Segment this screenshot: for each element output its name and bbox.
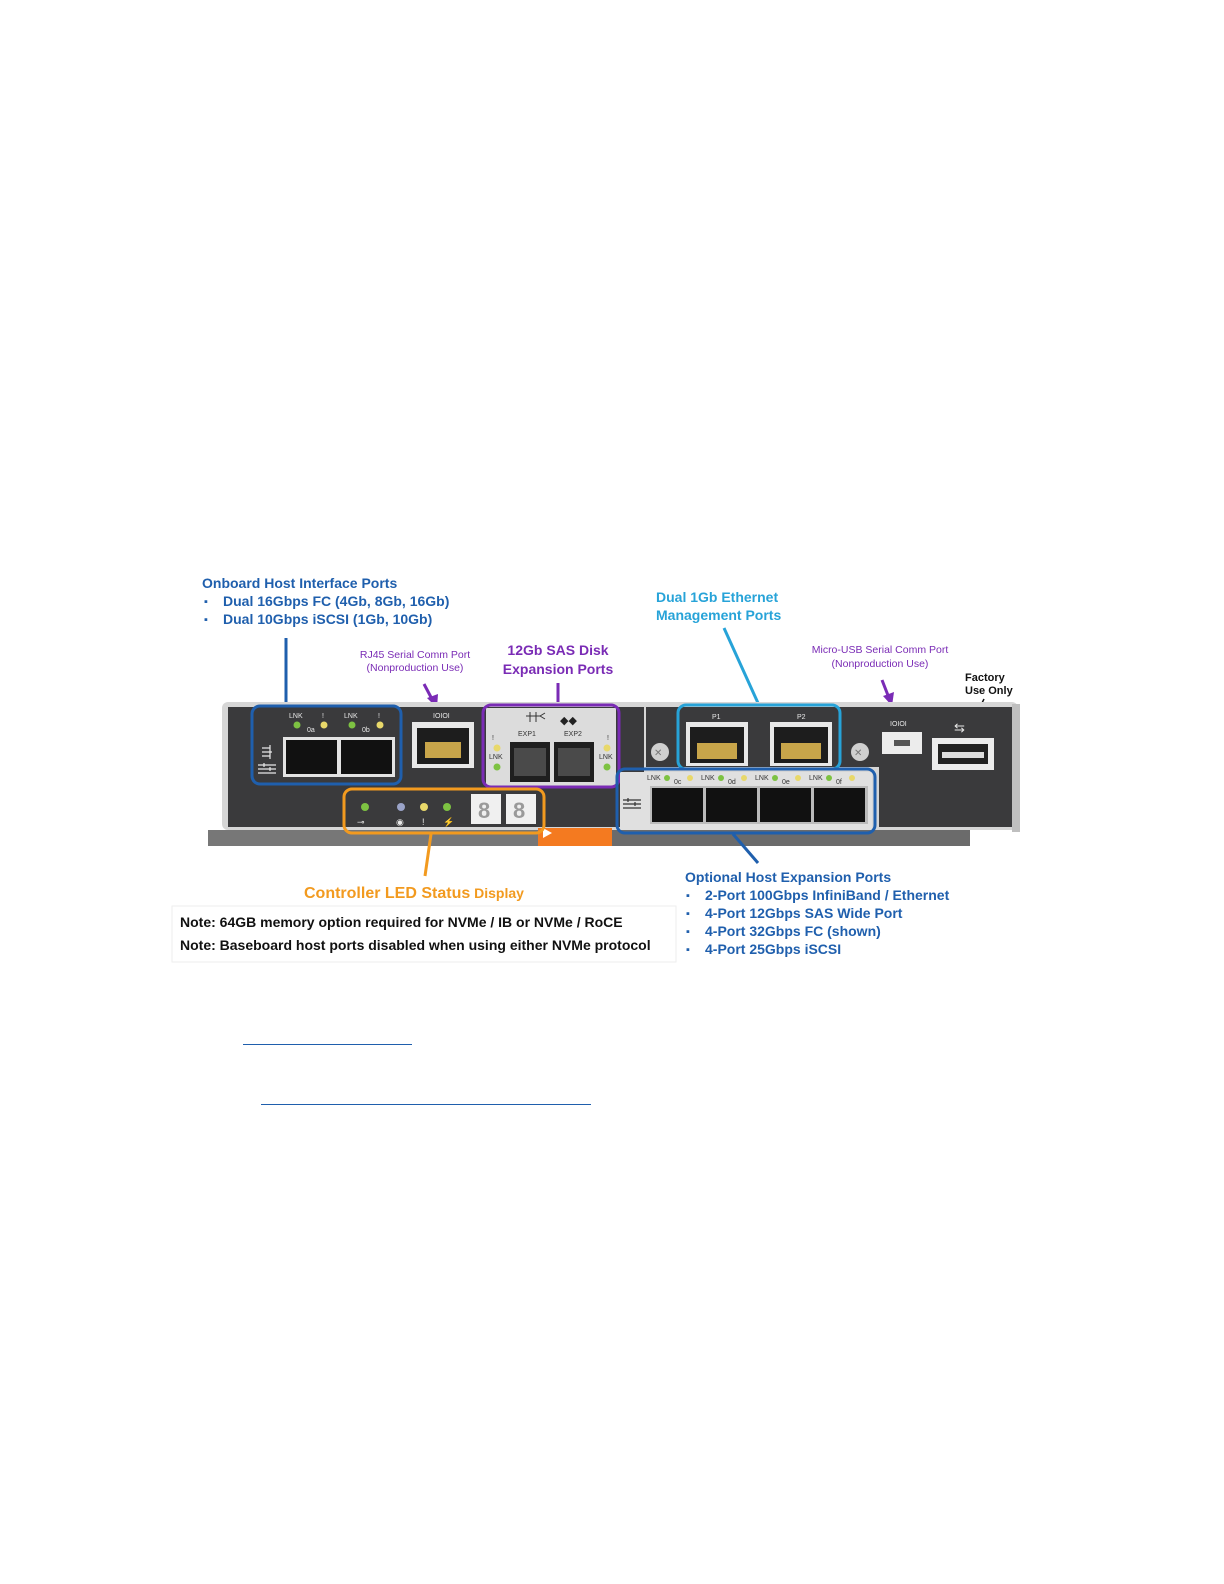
optional-bullet-2: ▪	[686, 908, 690, 920]
onboard-item-1: Dual 16Gbps FC (4Gb, 8Gb, 16Gb)	[223, 593, 449, 609]
svg-text:!: !	[378, 713, 380, 720]
onboard-ports-highlight	[250, 704, 403, 786]
svg-text:LNK: LNK	[489, 754, 503, 761]
led-fault	[420, 803, 428, 811]
microusb-label-1: Micro-USB Serial Comm Port	[812, 644, 949, 656]
svg-text:LNK: LNK	[599, 754, 613, 761]
optional-bullet-4: ▪	[686, 944, 690, 956]
factory-label-2: Use Only	[965, 685, 1014, 697]
ethernet-port-group: ✕ P1 P2 ✕	[651, 714, 869, 766]
optional-item-3: 4-Port 32Gbps FC (shown)	[705, 923, 881, 939]
sas-icon	[526, 712, 546, 722]
optional-title: Optional Host Expansion Ports	[685, 869, 891, 885]
thumbscrew-left	[651, 743, 669, 761]
led-locate	[397, 803, 405, 811]
led-leader	[423, 833, 433, 877]
svg-text:EXP2: EXP2	[564, 731, 582, 738]
optional-leader	[731, 833, 760, 864]
svg-text:!: !	[322, 713, 324, 720]
link-underline-1[interactable]	[243, 1044, 412, 1045]
svg-text:LNK: LNK	[647, 775, 661, 782]
rj45-serial-port: IOIOI	[412, 713, 474, 768]
note-2: Note: Baseboard host ports disabled when…	[180, 937, 651, 953]
svg-text:⚡: ⚡	[443, 816, 454, 828]
svg-text:!: !	[607, 735, 609, 742]
network-icon	[262, 745, 272, 759]
sas-title-1: 12Gb SAS Disk	[507, 642, 608, 658]
host-port-icon	[258, 763, 276, 774]
optional-item-4: 4-Port 25Gbps iSCSI	[705, 941, 841, 957]
optional-item-1: 2-Port 100Gbps InfiniBand / Ethernet	[705, 887, 950, 903]
svg-text:✕: ✕	[654, 748, 662, 759]
svg-text:IOIOI: IOIOI	[890, 721, 907, 728]
factory-label-1: Factory	[965, 672, 1006, 684]
onboard-port-group: LNK LNK 0a 0b ! !	[258, 713, 395, 777]
svg-text:EXP1: EXP1	[518, 731, 536, 738]
thumbscrew-right	[851, 743, 869, 761]
svg-text:P2: P2	[797, 714, 806, 721]
led-display-title: Controller LED Status Display	[304, 885, 524, 902]
optional-ports-highlight	[615, 767, 877, 835]
svg-text:LNK: LNK	[289, 713, 303, 720]
svg-text:⊸: ⊸	[357, 817, 365, 827]
led-activity	[443, 803, 451, 811]
release-latch-arrow	[543, 828, 552, 838]
seven-seg-digit-2: 8	[513, 798, 525, 823]
microusb-label-2: (Nonproduction Use)	[832, 658, 929, 670]
sas-port-group: EXP1 EXP2 ! ! LNK LNK ◆◆	[486, 708, 616, 786]
optional-bullet-1: ▪	[686, 890, 690, 902]
svg-text:0d: 0d	[728, 779, 736, 786]
microusb-port: IOIOI	[882, 721, 922, 754]
svg-text:!: !	[422, 817, 425, 827]
led-display-highlight	[342, 787, 546, 835]
note-1: Note: 64GB memory option required for NV…	[180, 914, 623, 930]
rj45-label-2: (Nonproduction Use)	[367, 662, 464, 674]
svg-text:0b: 0b	[362, 727, 370, 734]
eth-title-2: Management Ports	[656, 607, 781, 623]
optional-port-group: LNK LNK LNK LNK 0c 0d 0e 0f	[620, 772, 872, 830]
usb-icon: ⇆	[954, 720, 965, 735]
svg-text:0a: 0a	[307, 727, 315, 734]
notes-box	[171, 905, 677, 963]
onboard-item-2: Dual 10Gbps iSCSI (1Gb, 10Gb)	[223, 611, 432, 627]
svg-text:P1: P1	[712, 714, 721, 721]
svg-text:◉: ◉	[396, 817, 404, 827]
optional-item-2: 4-Port 12Gbps SAS Wide Port	[705, 905, 903, 921]
onboard-title: Onboard Host Interface Ports	[202, 575, 397, 591]
svg-text:0f: 0f	[836, 779, 842, 786]
link-underline-2[interactable]	[261, 1104, 591, 1105]
seven-seg-digit-1: 8	[478, 798, 490, 823]
svg-text:0c: 0c	[674, 779, 682, 786]
svg-text:IOIOI: IOIOI	[433, 713, 450, 720]
sas-title-2: Expansion Ports	[503, 661, 614, 677]
eth-leader	[722, 627, 760, 704]
led-status-display: ⊸ ◉ ! ⚡ 8 8	[357, 794, 536, 828]
svg-text:!: !	[492, 735, 494, 742]
led-attention	[361, 803, 369, 811]
svg-text:LNK: LNK	[809, 775, 823, 782]
sas-double-arrow-icon: ◆◆	[560, 715, 577, 727]
svg-text:LNK: LNK	[755, 775, 769, 782]
optional-bullet-3: ▪	[686, 926, 690, 938]
svg-text:LNK: LNK	[701, 775, 715, 782]
usb-port: ⇆	[932, 720, 994, 770]
onboard-bullet-2: ▪	[204, 614, 208, 626]
onboard-bullet-1: ▪	[204, 596, 208, 608]
eth-title-1: Dual 1Gb Ethernet	[656, 589, 778, 605]
svg-text:0e: 0e	[782, 779, 790, 786]
svg-text:✕: ✕	[854, 748, 862, 759]
rj45-label-1: RJ45 Serial Comm Port	[360, 649, 470, 661]
svg-text:LNK: LNK	[344, 713, 358, 720]
expansion-port-icon	[623, 798, 641, 809]
sas-ports-highlight	[481, 703, 621, 789]
